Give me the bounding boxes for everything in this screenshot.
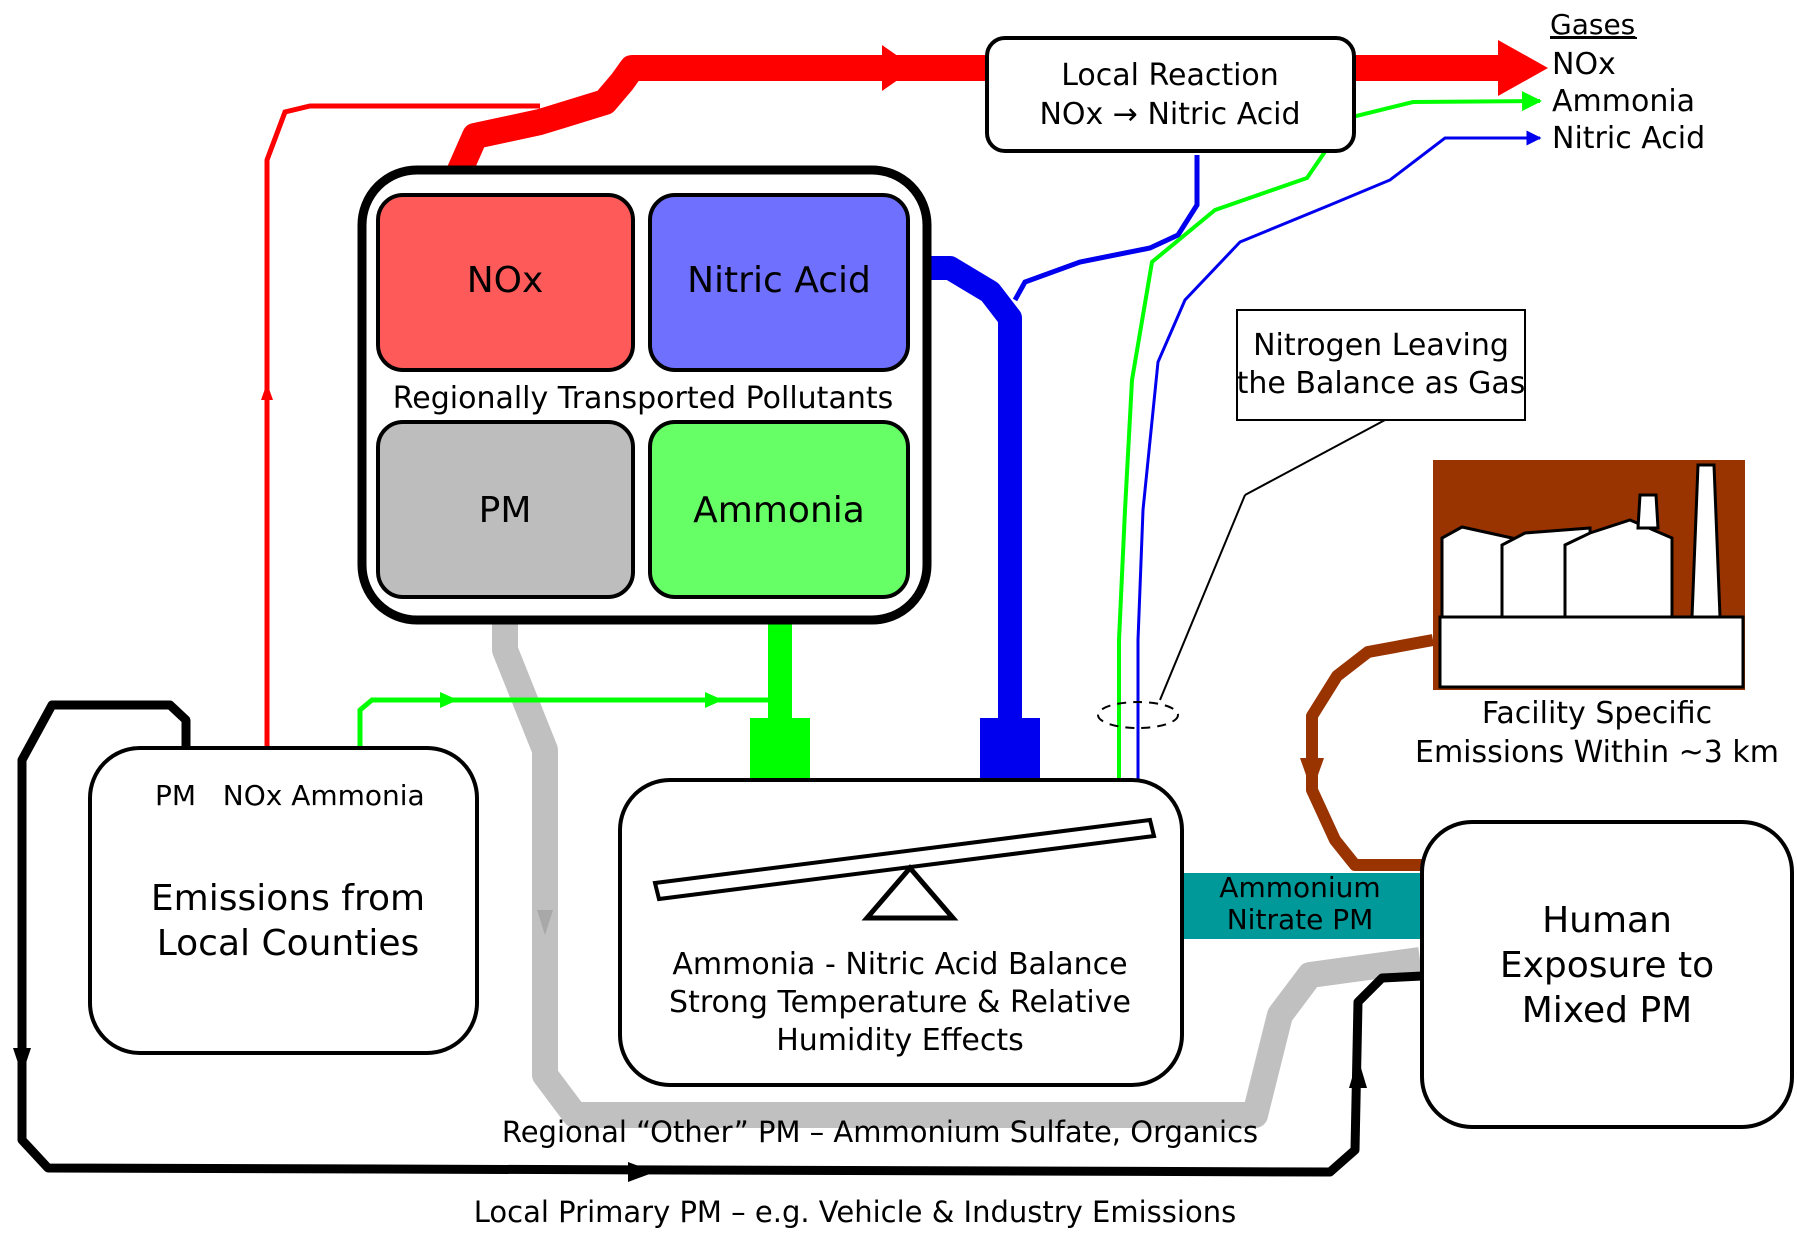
ammonia-box-label: Ammonia: [693, 490, 865, 531]
balance-line-1: Ammonia - Nitric Acid Balance: [672, 947, 1127, 982]
nitric-acid-box-label: Nitric Acid: [687, 260, 871, 301]
regional-other-pm-flow: [492, 605, 1422, 1128]
facility-caption-1: Facility Specific: [1482, 696, 1712, 731]
regional-nox-flow: [447, 40, 1548, 195]
nitrogen-leaving-callout: Nitrogen Leaving the Balance as Gas: [1159, 309, 1526, 701]
nox-box-label: NOx: [467, 260, 544, 301]
factory-icon: [1433, 460, 1745, 690]
local-reaction-equation: NOx → Nitric Acid: [1039, 97, 1300, 132]
balance-line-3: Humidity Effects: [776, 1023, 1024, 1058]
local-emissions-box: PM NOx Ammonia Emissions from Local Coun…: [88, 746, 479, 1055]
human-exposure-line-1: Human: [1542, 900, 1672, 941]
local-primary-pm-caption: Local Primary PM – e.g. Vehicle & Indust…: [474, 1195, 1236, 1229]
regional-pollutants-group: NOx Nitric Acid Regionally Transported P…: [357, 165, 932, 625]
pm-box-label: PM: [479, 490, 532, 531]
regional-other-pm-caption: Regional “Other” PM – Ammonium Sulfate, …: [502, 1115, 1258, 1149]
human-exposure-line-3: Mixed PM: [1522, 990, 1692, 1031]
balance-beam: [652, 817, 1157, 902]
nitrogen-leaving-line-1: Nitrogen Leaving: [1253, 328, 1509, 363]
ammonium-nitrate-label-1: Ammonium: [1219, 871, 1380, 904]
local-reaction-box: Local Reaction NOx → Nitric Acid: [985, 36, 1356, 153]
local-emissions-title-1: Emissions from: [151, 878, 425, 919]
local-nitric-acid-flow: [1012, 155, 1200, 302]
balance-box: Ammonia - Nitric Acid Balance Strong Tem…: [618, 778, 1184, 1087]
local-primary-pm-flow: [13, 700, 1423, 1182]
nox-box: [376, 193, 635, 372]
balance-fulcrum: [861, 864, 959, 921]
gases-legend: Gases NOx Ammonia Nitric Acid: [1550, 8, 1705, 156]
nitrogen-leaving-line-2: the Balance as Gas: [1237, 366, 1526, 401]
ammonium-nitrate-band: Ammonium Nitrate PM: [1180, 871, 1422, 939]
human-exposure-line-2: Exposure to: [1500, 945, 1714, 986]
local-ammonia-flow: [357, 692, 790, 748]
local-reaction-title: Local Reaction: [1061, 58, 1279, 93]
facility-caption-2: Emissions Within ~3 km: [1415, 735, 1779, 770]
gas-label-nox: NOx: [1552, 47, 1616, 82]
human-exposure-box: Human Exposure to Mixed PM: [1420, 820, 1794, 1129]
regional-nitric-acid-flow: [910, 256, 1060, 835]
ammonia-box: [648, 420, 910, 599]
gas-label-nitric-acid: Nitric Acid: [1552, 121, 1705, 156]
facility-flow: [1300, 634, 1435, 871]
gases-title: Gases: [1550, 8, 1635, 41]
pm-box: [376, 420, 635, 599]
local-emissions-sources: PM NOx Ammonia: [155, 779, 425, 812]
local-nox-flow: [261, 103, 540, 748]
regional-caption: Regionally Transported Pollutants: [393, 381, 893, 416]
nitric-acid-box: [648, 193, 910, 372]
gases-leaving-flow: [1097, 91, 1542, 790]
ammonium-nitrate-label-2: Nitrate PM: [1227, 903, 1374, 936]
local-emissions-title-2: Local Counties: [157, 923, 420, 964]
gas-label-ammonia: Ammonia: [1552, 84, 1695, 119]
balance-line-2: Strong Temperature & Relative: [669, 985, 1131, 1020]
